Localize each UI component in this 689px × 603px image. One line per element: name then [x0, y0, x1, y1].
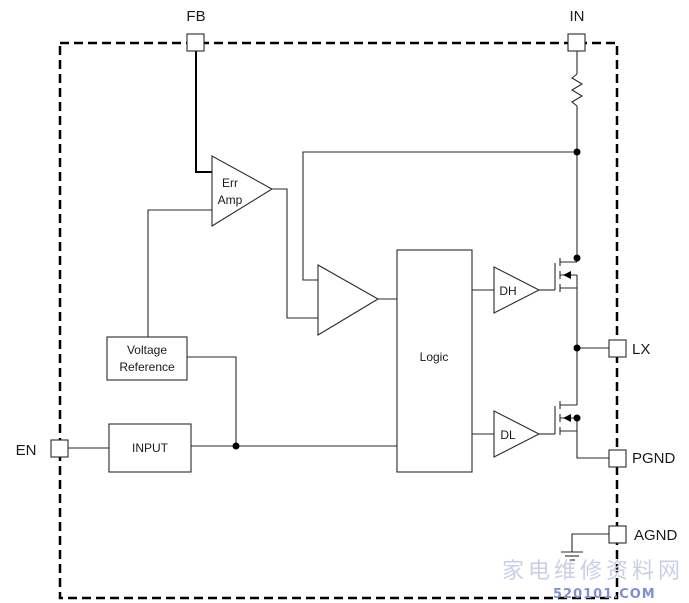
- dl-driver: [493, 410, 541, 458]
- dh-driver: [493, 266, 541, 314]
- junction-dot: [573, 344, 581, 352]
- pgnd-pin: [608, 449, 627, 468]
- high-side-mosfet: [539, 258, 578, 292]
- fb-pin-label: FB: [186, 8, 205, 25]
- junction-dot: [573, 254, 581, 262]
- chip-boundary: [58, 41, 619, 600]
- agnd-pin: [608, 525, 627, 544]
- in-pin-label: IN: [570, 8, 585, 25]
- watermark-chinese: 家电维修资料网: [502, 559, 684, 584]
- lx-pin-label: LX: [632, 341, 650, 358]
- junction-dot: [573, 414, 581, 422]
- lx-pin: [608, 339, 627, 358]
- en-pin: [50, 439, 69, 458]
- agnd-ground-symbol: [561, 533, 609, 561]
- input-block: [108, 423, 192, 473]
- watermark-url: 520101.COM: [553, 587, 656, 602]
- fb-pin: [186, 33, 205, 52]
- erramp-label-line1: Err: [222, 176, 238, 190]
- junction-dot: [573, 148, 581, 156]
- dl-label: DL: [500, 428, 516, 442]
- logic-label: Logic: [420, 350, 449, 364]
- fb-wire: [195, 51, 212, 173]
- sense-resistor: [570, 73, 584, 107]
- in-pin: [567, 33, 586, 52]
- voltage-reference-block: [106, 336, 188, 381]
- error-amplifier: [211, 155, 274, 227]
- pwm-comparator: [317, 264, 380, 336]
- en-pin-label: EN: [16, 442, 37, 459]
- vref-label-line2: Reference: [119, 360, 175, 374]
- vref-to-erramp-wire: [147, 209, 212, 337]
- agnd-pin-label: AGND: [634, 527, 678, 544]
- input-label: INPUT: [132, 441, 169, 455]
- vref-label-line1: Voltage: [127, 343, 167, 357]
- pgnd-wire: [576, 418, 609, 459]
- erramp-to-comparator-wire: [272, 188, 318, 319]
- logic-block: [396, 249, 473, 473]
- sense-to-comparator-wire: [302, 151, 577, 281]
- dh-label: DH: [499, 284, 516, 298]
- vref-enable-wire: [187, 356, 237, 446]
- pgnd-pin-label: PGND: [632, 450, 676, 467]
- erramp-label-line2: Amp: [218, 193, 243, 207]
- low-side-mosfet: [539, 393, 578, 435]
- junction-dot: [232, 442, 240, 450]
